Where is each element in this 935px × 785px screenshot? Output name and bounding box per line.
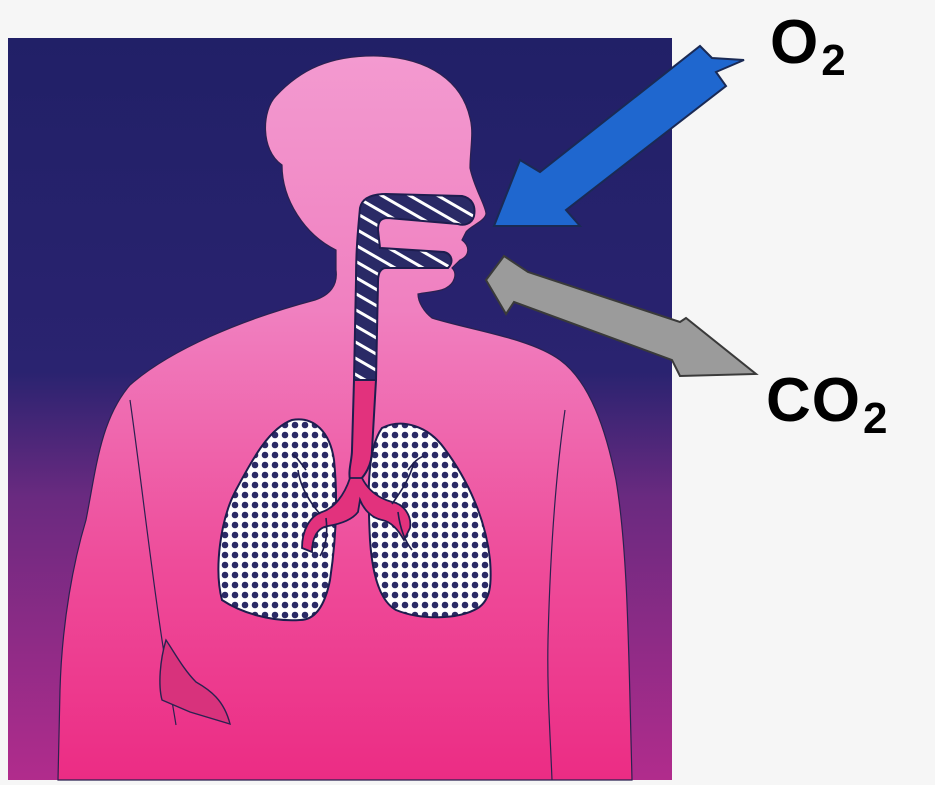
oxygen-label: O2 [770, 12, 847, 74]
carbon-dioxide-label: CO2 [766, 370, 888, 432]
oxygen-label-subscript: 2 [821, 36, 846, 85]
oxygen-label-main: O [770, 8, 819, 77]
carbon-dioxide-label-main: CO [766, 366, 861, 435]
carbon-dioxide-label-subscript: 2 [863, 394, 888, 443]
